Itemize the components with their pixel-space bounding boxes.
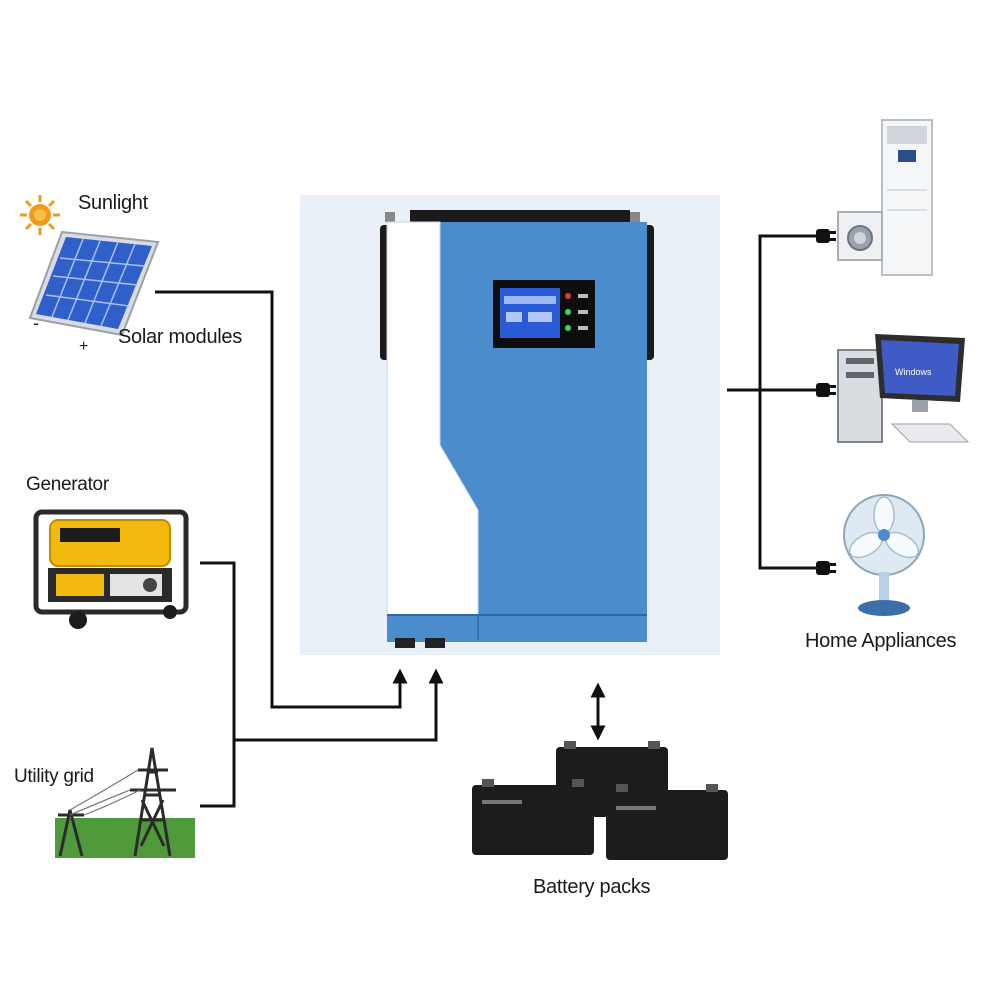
wire-solar-to-inverter xyxy=(155,290,408,709)
air-conditioner-icon xyxy=(881,119,933,276)
battery-right xyxy=(606,784,728,860)
utility-grid-icon xyxy=(55,747,195,858)
wire-output-bus xyxy=(758,234,816,570)
sun-icon xyxy=(20,195,60,235)
label-battery-packs: Battery packs xyxy=(533,876,651,898)
label-home-appliances: Home Appliances xyxy=(805,630,957,652)
washing-machine-icon xyxy=(837,211,883,261)
solar-positive-mark: + xyxy=(79,338,88,355)
label-solar-modules: Solar modules xyxy=(118,326,242,348)
battery-packs-icon xyxy=(472,741,728,860)
label-generator: Generator xyxy=(26,474,109,495)
generator-icon xyxy=(33,509,189,629)
wiring xyxy=(155,234,816,808)
plug-icon-1 xyxy=(816,229,836,243)
plug-icon-3 xyxy=(816,561,836,575)
wire-ac-source-to-inverter xyxy=(234,668,444,742)
solar-negative-mark: - xyxy=(33,313,39,333)
inverter-unit xyxy=(380,210,654,648)
solar-panel-icon xyxy=(28,230,160,337)
battery-left xyxy=(472,779,594,855)
fan-icon xyxy=(843,494,925,616)
label-utility-grid: Utility grid xyxy=(14,766,94,787)
label-sunlight: Sunlight xyxy=(78,192,148,214)
computer-icon: Windows xyxy=(837,334,970,443)
plug-icon-2 xyxy=(816,383,836,397)
screen-logo-text: Windows xyxy=(895,367,932,377)
wire-generator xyxy=(200,561,236,808)
